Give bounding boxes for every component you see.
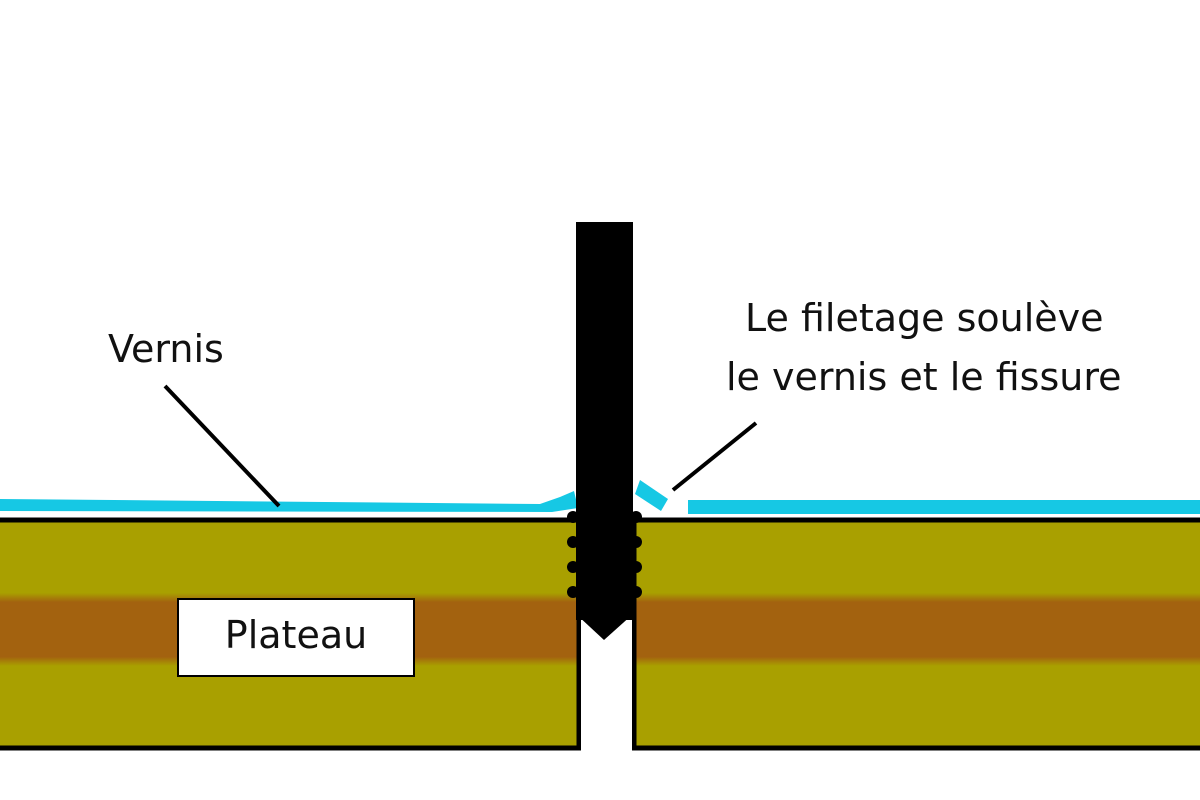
screw [567, 222, 642, 640]
board-label: Plateau [225, 613, 367, 657]
thread-label-line-2: le vernis et le fissure [726, 355, 1122, 399]
varnish-flake [635, 480, 668, 511]
board-right [631, 517, 1200, 751]
varnish-label: Vernis [108, 327, 224, 371]
varnish-leader-line [163, 384, 281, 508]
screw-thread [567, 511, 642, 598]
varnish-layer-left [0, 491, 578, 512]
varnish-crack-gap [670, 500, 688, 514]
board-label-box: Plateau [177, 598, 415, 677]
thread-label-line-1: Le filetage soulève [745, 296, 1104, 340]
varnish-layer-right [688, 500, 1200, 514]
thread-leader-line [671, 421, 758, 492]
